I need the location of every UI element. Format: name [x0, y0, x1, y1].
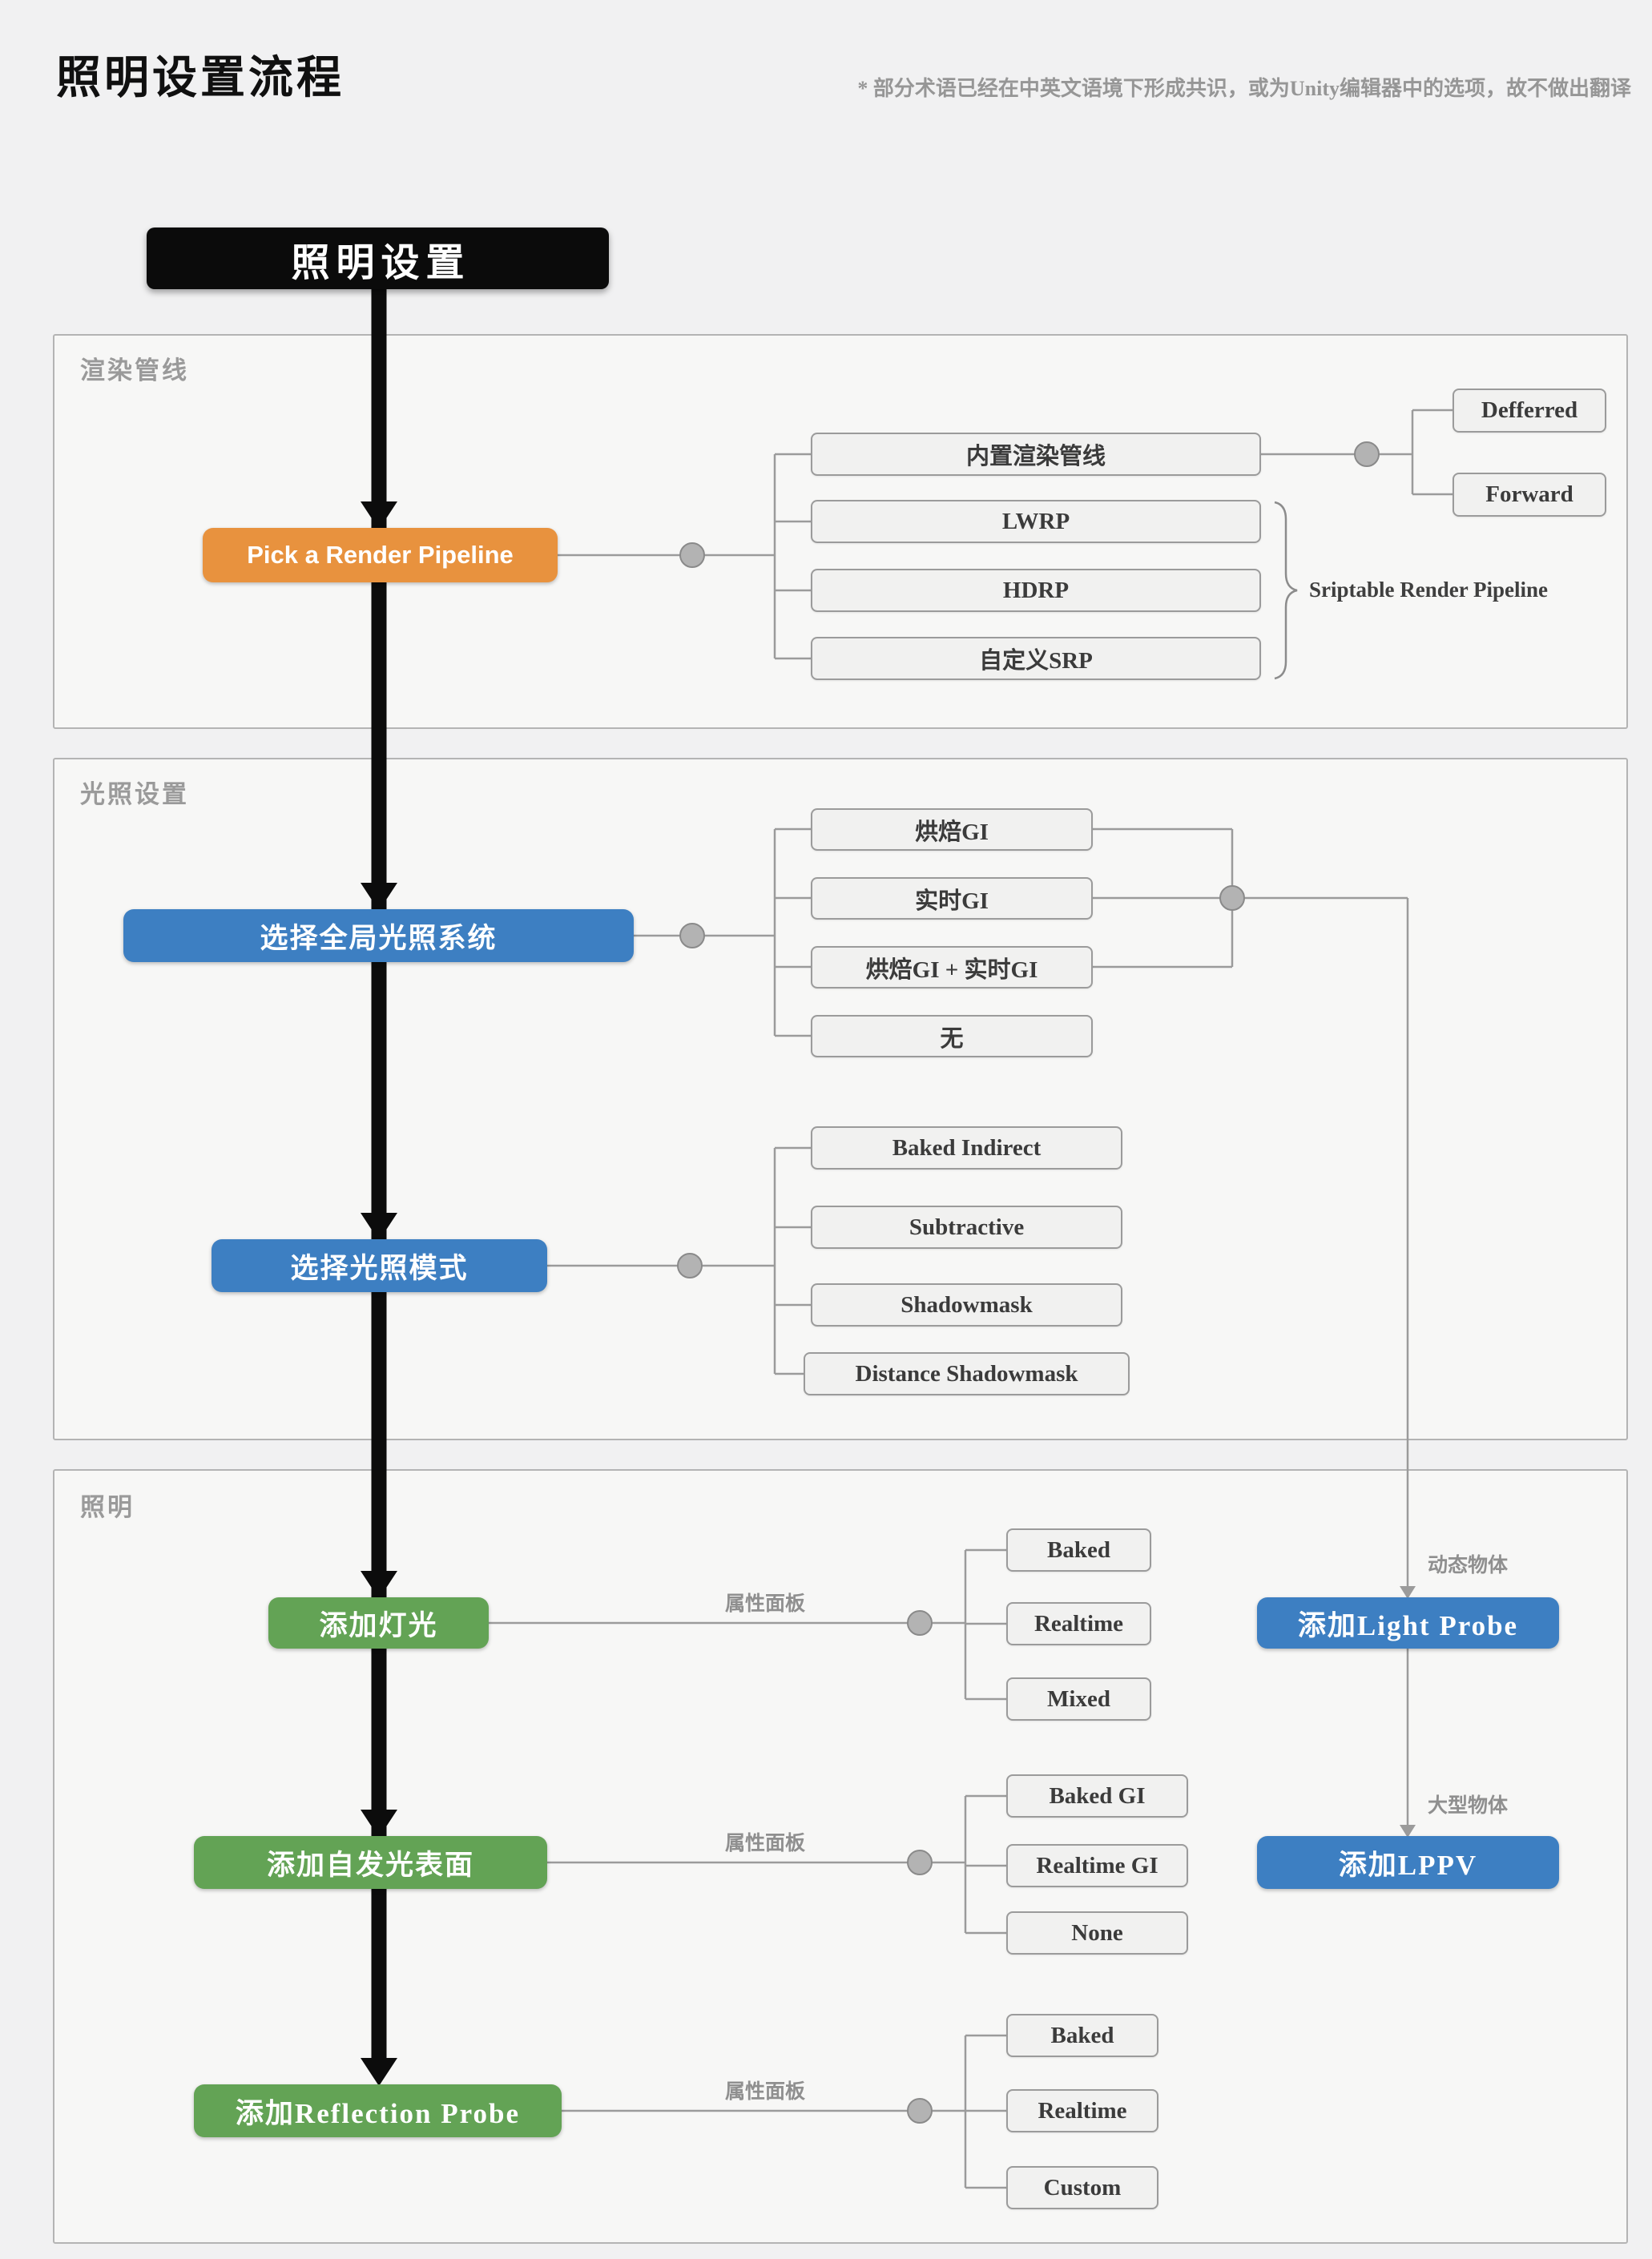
action-add-emissive-surface: 添加自发光表面 [194, 1836, 547, 1889]
option-distance-shadowmask: Distance Shadowmask [804, 1352, 1130, 1395]
action-add-reflection-probe: 添加Reflection Probe [194, 2084, 562, 2137]
action-choose-gi-system: 选择全局光照系统 [123, 909, 634, 962]
option-builtin-pipeline: 内置渲染管线 [811, 433, 1261, 476]
option-hdrp: HDRP [811, 569, 1261, 612]
option-shadowmask: Shadowmask [811, 1283, 1122, 1327]
option-baked-gi: 烘焙GI [811, 808, 1093, 851]
panel-label-light: 属性面板 [724, 1593, 805, 1615]
translation-note: * 部分术语已经在中英文语境下形成共识，或为Unity编辑器中的选项，故不做出翻… [857, 77, 1631, 100]
option-defferred: Defferred [1453, 389, 1606, 433]
page-title: 照明设置流程 [56, 54, 345, 103]
option-realtime-gi: 实时GI [811, 877, 1093, 920]
panel-label-reflection: 属性面板 [724, 2081, 805, 2103]
option-light-mixed: Mixed [1006, 1677, 1151, 1721]
section-label-lighting-settings: 光照设置 [80, 780, 189, 808]
option-emissive-realtime-gi: Realtime GI [1006, 1844, 1188, 1887]
option-subtractive: Subtractive [811, 1206, 1122, 1249]
option-reflection-custom: Custom [1006, 2166, 1158, 2209]
action-pick-render-pipeline: Pick a Render Pipeline [203, 528, 558, 582]
option-forward: Forward [1453, 473, 1606, 517]
option-reflection-realtime: Realtime [1006, 2089, 1158, 2132]
action-add-light-probe: 添加Light Probe [1257, 1597, 1559, 1649]
option-lwrp: LWRP [811, 500, 1261, 543]
section-label-render-pipeline: 渲染管线 [80, 356, 189, 385]
option-emissive-none: None [1006, 1911, 1188, 1955]
dynamic-objects-label: 动态物体 [1428, 1555, 1509, 1576]
option-emissive-baked-gi: Baked GI [1006, 1774, 1188, 1818]
option-baked-plus-realtime-gi: 烘焙GI + 实时GI [811, 946, 1093, 989]
option-light-baked: Baked [1006, 1528, 1151, 1572]
large-objects-label: 大型物体 [1428, 1795, 1509, 1817]
panel-label-emissive: 属性面板 [724, 1833, 805, 1854]
option-no-gi: 无 [811, 1015, 1093, 1057]
section-label-lighting: 照明 [80, 1493, 135, 1521]
action-add-light: 添加灯光 [268, 1597, 489, 1649]
srp-group-label: Sriptable Render Pipeline [1309, 578, 1549, 602]
start-node: 照明设置 [147, 228, 609, 289]
option-light-realtime: Realtime [1006, 1602, 1151, 1645]
action-choose-lighting-mode: 选择光照模式 [212, 1239, 547, 1292]
action-add-lppv: 添加LPPV [1257, 1836, 1559, 1889]
option-reflection-baked: Baked [1006, 2014, 1158, 2057]
section-lighting-settings [53, 758, 1628, 1440]
option-baked-indirect: Baked Indirect [811, 1126, 1122, 1170]
option-custom-srp: 自定义SRP [811, 637, 1261, 680]
